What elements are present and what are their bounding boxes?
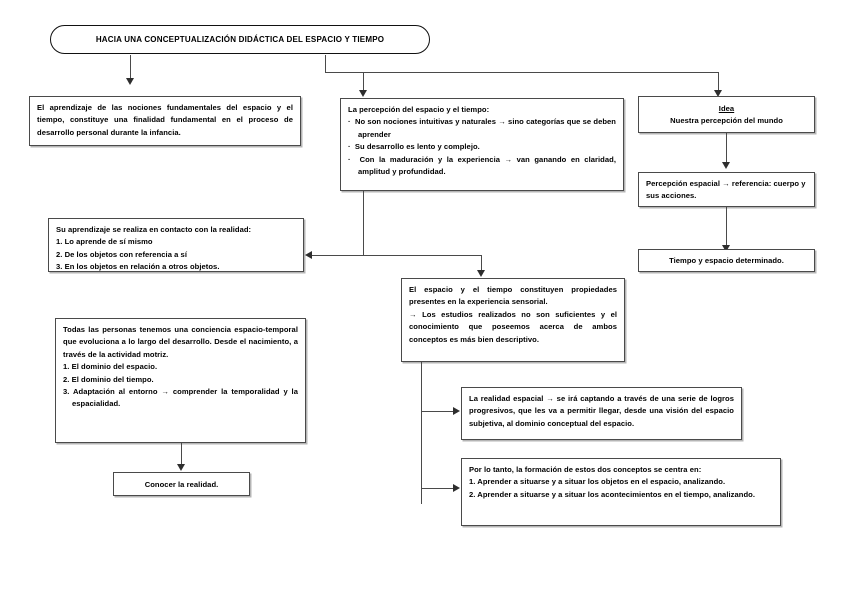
arrowhead-to-formacion-conceptos [453, 484, 460, 492]
node-percepcion-bullet-2: · Su desarrollo es lento y complejo. [348, 141, 616, 153]
connector-title-to-aprendizaje [130, 55, 131, 79]
node-conciencia-item-1: 1. El dominio del espacio. [63, 362, 158, 372]
node-percepcion-heading: La percepción del espacio y el tiempo: [348, 105, 490, 114]
node-percepcion-espacial: Percepción espacial → referencia: cuerpo… [638, 172, 815, 207]
node-realidad-espacial-text: La realidad espacial → se irá captando a… [469, 394, 734, 428]
connector-percepcion-down [363, 191, 364, 255]
node-percepcion-bullet-1: · No son nociones intuitivas y naturales… [348, 116, 616, 141]
node-espacio-tiempo-line-1: El espacio y el tiempo constituyen propi… [409, 285, 617, 307]
connector-split-to-espacio-tiempo [481, 255, 482, 271]
arrowhead-title-to-aprendizaje [126, 78, 134, 85]
connector-espacio-tiempo-down [421, 362, 422, 504]
arrowhead-branch-to-percepcion [359, 90, 367, 97]
bullet-dash-icon-2: · [348, 142, 355, 152]
node-formacion-item-2: 2. Aprender a situarse y a situar los ac… [469, 489, 755, 499]
arrowhead-to-espacio-tiempo [477, 270, 485, 277]
arrowhead-idea-to-percepcion-espacial [722, 162, 730, 169]
connector-title-branch-stub [325, 55, 326, 72]
arrowhead-conciencia-to-conocer [177, 464, 185, 471]
connector-to-formacion-conceptos [421, 488, 454, 489]
node-conciencia-item-2: 2. El dominio del tiempo. [63, 374, 154, 384]
connector-percepcion-split [312, 255, 482, 256]
connector-idea-to-percepcion-espacial [726, 133, 727, 163]
connector-conciencia-to-conocer [181, 443, 182, 465]
arrowhead-percepcion-espacial-to-tiempo [722, 245, 730, 252]
node-su-aprendizaje: Su aprendizaje se realiza en contacto co… [48, 218, 304, 272]
node-idea-heading: Idea [718, 104, 735, 113]
bullet-dash-icon-3: · [348, 154, 360, 164]
node-conocer-realidad-text: Conocer la realidad. [144, 480, 219, 489]
node-su-aprendizaje-item-3: 3. En los objetos en relación a otros ob… [56, 262, 220, 272]
node-espacio-tiempo-line-2: → Los estudios realizados no son suficie… [409, 309, 617, 344]
node-conciencia-text: Todas las personas tenemos una concienci… [63, 325, 298, 359]
node-tiempo-espacio-determinado: Tiempo y espacio determinado. [638, 249, 815, 272]
node-idea: Idea Nuestra percepción del mundo [638, 96, 815, 133]
node-percepcion-bullet-3: · Con la maduración y la experiencia → v… [348, 154, 616, 179]
node-formacion-item-1: 1. Aprender a situarse y a situar los ob… [469, 477, 726, 487]
connector-title-branch-spine [325, 72, 719, 73]
arrowhead-branch-to-idea [714, 90, 722, 97]
node-percepcion-espacio-tiempo: La percepción del espacio y el tiempo: ·… [340, 98, 624, 191]
node-su-aprendizaje-heading: Su aprendizaje se realiza en contacto co… [56, 225, 252, 234]
node-formacion-heading: Por lo tanto, la formación de estos dos … [469, 465, 702, 474]
node-su-aprendizaje-item-2: 2. De los objetos con referencia a sí [56, 249, 187, 259]
arrowhead-to-su-aprendizaje [305, 251, 312, 259]
node-percepcion-espacial-text: Percepción espacial → referencia: cuerpo… [646, 179, 806, 201]
node-espacio-tiempo-propiedades: El espacio y el tiempo constituyen propi… [401, 278, 625, 362]
node-aprendizaje-nociones-text: El aprendizaje de las nociones fundament… [37, 103, 293, 137]
node-aprendizaje-nociones: El aprendizaje de las nociones fundament… [29, 96, 301, 146]
node-percepcion-bullet-2-text: Su desarrollo es lento y complejo. [354, 142, 480, 152]
diagram-title-text: HACIA UNA CONCEPTUALIZACIÓN DIDÁCTICA DE… [95, 35, 385, 44]
node-percepcion-bullet-1-text: No son nociones intuitivas y naturales →… [355, 117, 616, 139]
node-conciencia-espacio-temporal: Todas las personas tenemos una concienci… [55, 318, 306, 443]
diagram-title-oval: HACIA UNA CONCEPTUALIZACIÓN DIDÁCTICA DE… [50, 25, 430, 54]
node-conciencia-item-3: 3. Adaptación al entorno → comprender la… [63, 387, 298, 409]
node-idea-text: Nuestra percepción del mundo [670, 116, 783, 126]
node-realidad-espacial: La realidad espacial → se irá captando a… [461, 387, 742, 440]
connector-to-realidad-espacial [421, 411, 454, 412]
connector-percepcion-espacial-to-tiempo [726, 207, 727, 246]
arrowhead-to-realidad-espacial [453, 407, 460, 415]
connector-branch-to-percepcion [363, 72, 364, 91]
bullet-dash-icon: · [348, 117, 355, 127]
connector-branch-to-idea [718, 72, 719, 91]
node-tiempo-espacio-text: Tiempo y espacio determinado. [669, 256, 784, 265]
node-formacion-conceptos: Por lo tanto, la formación de estos dos … [461, 458, 781, 526]
node-conocer-realidad: Conocer la realidad. [113, 472, 250, 496]
node-su-aprendizaje-item-1: 1. Lo aprende de sí mismo [56, 237, 153, 247]
node-percepcion-bullet-3-text: Con la maduración y la experiencia → van… [358, 154, 616, 177]
